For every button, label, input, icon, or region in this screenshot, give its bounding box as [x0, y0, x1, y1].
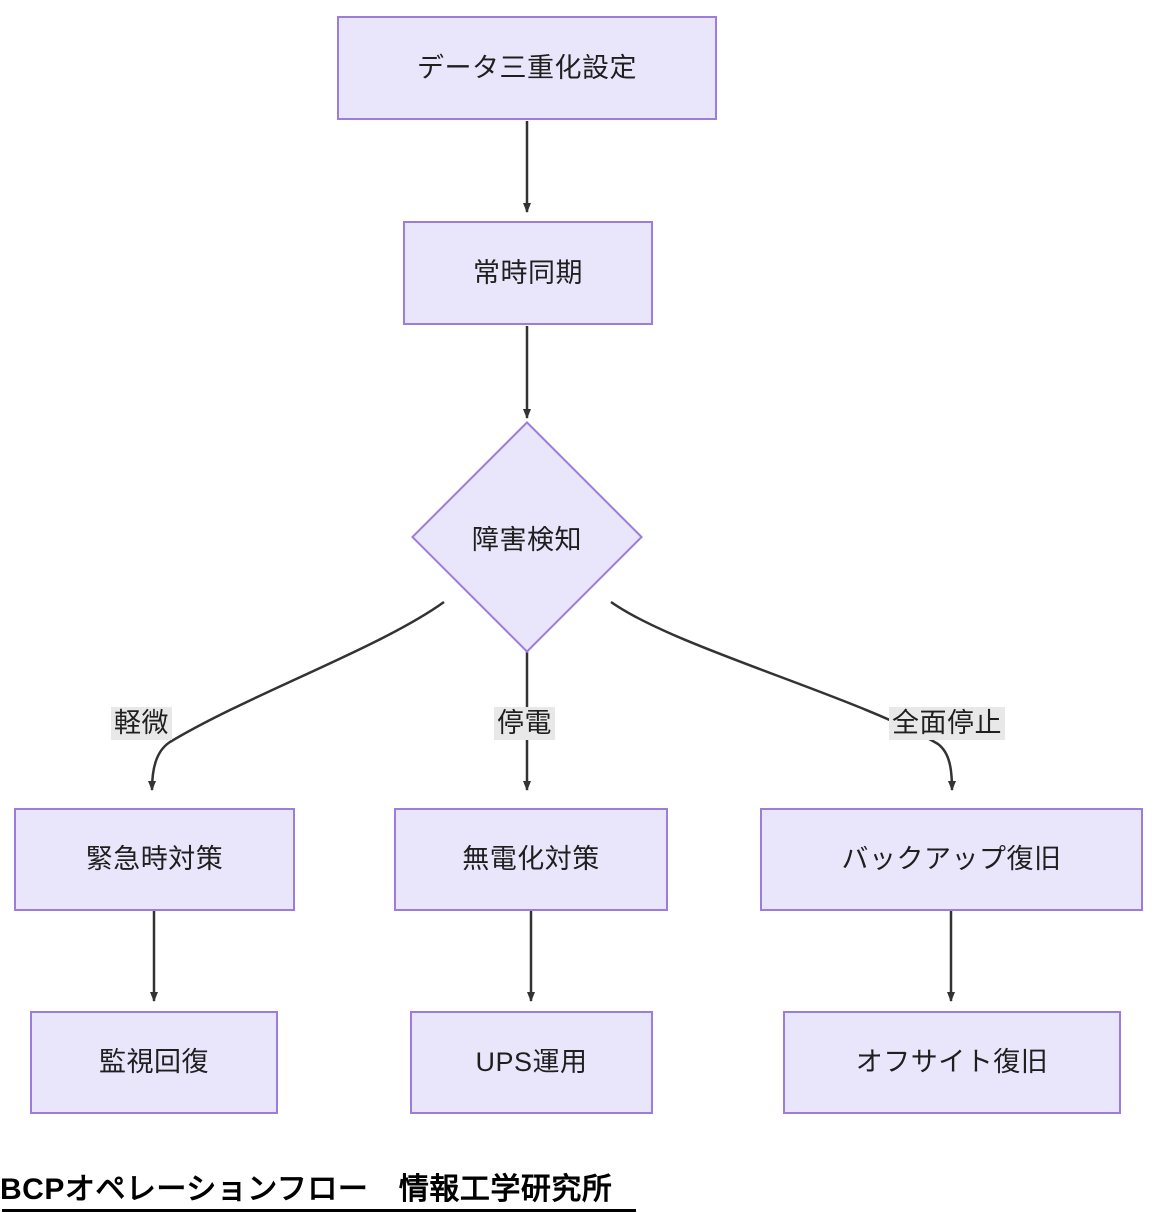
- edge-failure-detection-to-backup: [610, 600, 956, 791]
- node-failure-detection[interactable]: 障害検知: [411, 421, 643, 653]
- node-failure-detection-label: 障害検知: [472, 524, 582, 555]
- edge-label-full-stop: 全面停止: [889, 707, 1005, 741]
- node-monitor-recovery[interactable]: 監視回復: [30, 1011, 278, 1114]
- node-constant-sync[interactable]: 常時同期: [403, 221, 653, 325]
- edge-label-minor: 軽微: [111, 707, 172, 741]
- node-offsite-recovery[interactable]: オフサイト復旧: [783, 1011, 1121, 1114]
- node-data-triplication[interactable]: データ三重化設定: [337, 16, 717, 120]
- caption-underline: [2, 1209, 636, 1212]
- edge-label-outage: 停電: [494, 707, 555, 741]
- edge-failure-detection-to-emergency: [148, 600, 445, 791]
- node-ups-operation[interactable]: UPS運用: [410, 1011, 653, 1114]
- diagram-caption: BCPオペレーションフロー 情報工学研究所: [0, 1173, 613, 1206]
- node-emergency-measures[interactable]: 緊急時対策: [14, 808, 295, 911]
- node-power-outage-measures[interactable]: 無電化対策: [394, 808, 668, 911]
- node-backup-restore[interactable]: バックアップ復旧: [760, 808, 1143, 911]
